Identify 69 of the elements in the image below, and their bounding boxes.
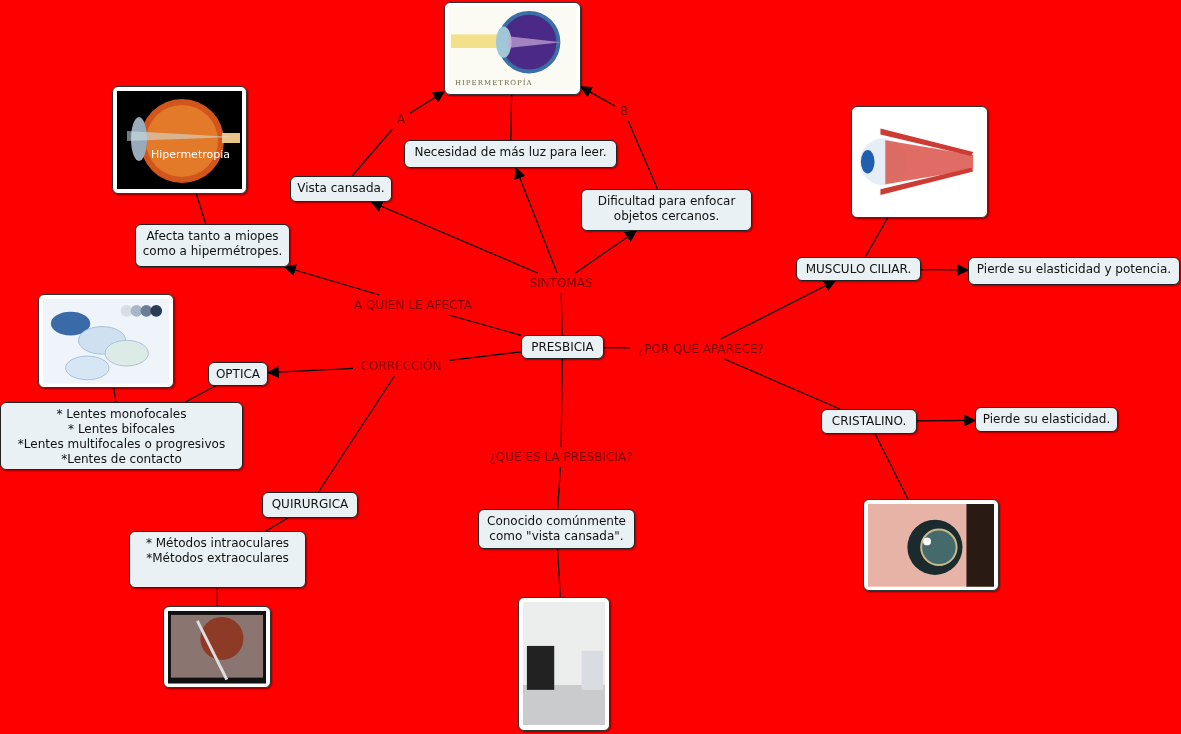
arrow xyxy=(266,366,354,378)
concept-text: * Métodos intraoculares xyxy=(145,536,290,551)
arrow xyxy=(409,91,445,114)
arrow xyxy=(283,264,380,296)
arrow xyxy=(370,200,539,274)
arrow xyxy=(920,263,970,276)
concept-box xyxy=(0,402,243,470)
concept-text: OPTICA xyxy=(215,367,261,382)
concept-box xyxy=(796,257,921,281)
concept-text: *Métodos extraoculares xyxy=(146,551,289,566)
concept-box xyxy=(135,224,290,267)
arrow xyxy=(514,166,558,274)
connector-line xyxy=(557,548,561,598)
connector-line xyxy=(723,358,841,410)
concept-text: *Lentes multifocales o progresivos xyxy=(17,437,226,452)
connector-line xyxy=(351,128,394,177)
concept-box xyxy=(581,189,752,231)
linking-phrase: SINTOMAS xyxy=(522,275,600,291)
linking-phrase: B xyxy=(617,103,631,119)
connector-line xyxy=(265,517,289,532)
concept-text: Vista cansada. xyxy=(297,181,385,196)
concept-text: QUIRURGICA xyxy=(271,497,349,512)
connector-line xyxy=(216,587,218,607)
concept-text: Pierde su elasticidad. xyxy=(982,412,1111,427)
concept-box xyxy=(129,531,306,588)
connector-line xyxy=(560,358,563,448)
connector-line xyxy=(874,433,909,500)
linking-phrase: ¿POR QUÉ APARECE? xyxy=(632,341,770,357)
concept-box xyxy=(821,409,917,434)
linking-phrase: A xyxy=(394,111,408,127)
connector-line xyxy=(195,193,207,225)
concept-box xyxy=(975,407,1118,432)
connector-line xyxy=(603,347,631,349)
connector-line xyxy=(864,217,889,258)
concept-text: * Lentes monofocales xyxy=(56,407,187,422)
concept-text: Necesidad de más luz para leer. xyxy=(414,145,607,160)
connector-line xyxy=(448,314,522,336)
concept-box xyxy=(404,140,617,168)
concept-text: * Lentes bifocales xyxy=(68,422,175,437)
concept-text: Pierde su elasticidad y potencia. xyxy=(976,262,1172,277)
connector-line xyxy=(184,385,217,403)
connector-line xyxy=(317,375,396,493)
concept-box xyxy=(208,362,268,386)
arrow xyxy=(579,86,616,107)
concept-text: Afecta tanto a miopes como a hipermétropes. xyxy=(141,229,284,259)
connector-line xyxy=(560,292,563,336)
concept-text: MUSCULO CILIAR. xyxy=(805,262,912,277)
photo-placeholder xyxy=(518,597,610,731)
connector-line xyxy=(627,120,659,190)
concept-box xyxy=(968,257,1180,285)
connector-line xyxy=(113,387,117,403)
concept-box xyxy=(290,176,392,202)
linking-phrase: CORRECCIÓN xyxy=(355,358,447,374)
connector-line xyxy=(510,94,513,141)
concept-text: PRESBICIA xyxy=(531,340,594,355)
connector-line xyxy=(557,466,561,510)
linking-phrase: ¿QUE ES LA PRESBICIA? xyxy=(482,449,640,465)
concept-box xyxy=(262,492,358,518)
concept-box xyxy=(478,509,635,549)
linking-phrase: A QUIEN LE AFECTA xyxy=(345,297,481,313)
connector-line xyxy=(448,351,522,361)
concept-text: Dificultad para enfocar objetos cercanos. xyxy=(596,194,737,224)
concept-box xyxy=(521,335,604,359)
arrow xyxy=(574,230,638,274)
arrow xyxy=(916,414,977,427)
concept-text: *Lentes de contacto xyxy=(61,452,182,467)
concept-text: CRISTALINO. xyxy=(831,414,907,429)
arrow xyxy=(720,280,836,340)
concept-text: Conocido comúnmente como "vista cansada". xyxy=(486,514,627,544)
